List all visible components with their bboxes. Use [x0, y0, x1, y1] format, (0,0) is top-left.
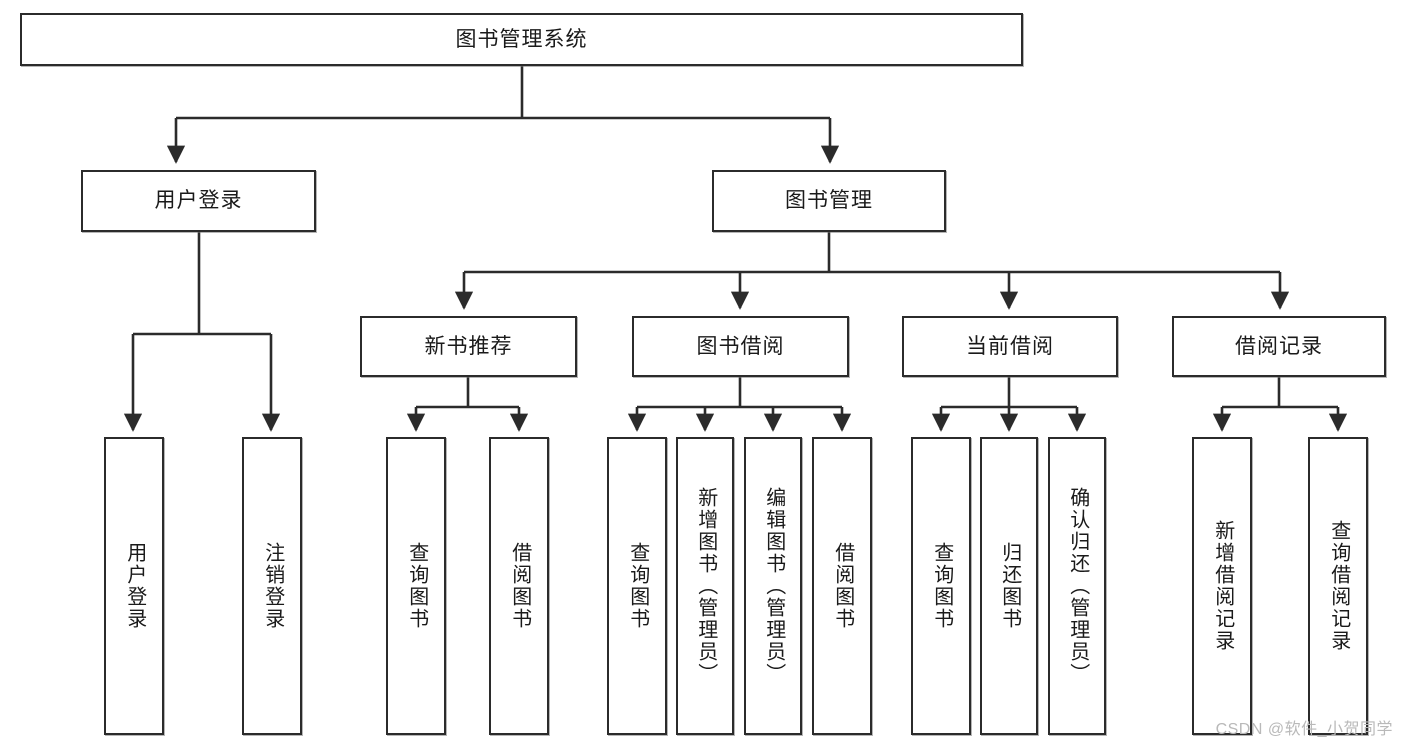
leaf-user-login[interactable]: 用户登录 [104, 437, 164, 735]
node-current-borrowing[interactable]: 当前借阅 [902, 316, 1118, 377]
node-root-book-management-system[interactable]: 图书管理系统 [20, 13, 1023, 66]
node-label: 新增借阅记录 [1211, 520, 1234, 652]
leaf-logout[interactable]: 注销登录 [242, 437, 302, 735]
leaf-query-borrow-record[interactable]: 查询借阅记录 [1308, 437, 1368, 735]
leaf-add-borrow-record[interactable]: 新增借阅记录 [1192, 437, 1252, 735]
node-label: 查询图书 [930, 542, 953, 630]
leaf-borrow-books-recommend[interactable]: 借阅图书 [489, 437, 549, 735]
node-label: 编辑图书（管理员） [762, 487, 785, 685]
leaf-query-books-recommend[interactable]: 查询图书 [386, 437, 446, 735]
node-label: 查询图书 [405, 542, 428, 630]
node-book-borrowing[interactable]: 图书借阅 [632, 316, 849, 377]
node-label: 查询借阅记录 [1327, 520, 1350, 652]
node-label: 图书借阅 [696, 334, 785, 358]
node-label: 新书推荐 [424, 334, 513, 358]
leaf-add-book-admin[interactable]: 新增图书（管理员） [676, 437, 734, 735]
leaf-return-books[interactable]: 归还图书 [980, 437, 1038, 735]
node-label: 借阅图书 [508, 542, 531, 630]
watermark-text: CSDN @软件_小贺同学 [1215, 721, 1393, 738]
node-user-login[interactable]: 用户登录 [81, 170, 316, 232]
leaf-query-books-current[interactable]: 查询图书 [911, 437, 971, 735]
node-new-book-recommendation[interactable]: 新书推荐 [360, 316, 577, 377]
node-borrow-records[interactable]: 借阅记录 [1172, 316, 1386, 377]
node-label: 查询图书 [626, 542, 649, 630]
node-label: 用户登录 [154, 189, 243, 213]
node-label: 新增图书（管理员） [694, 487, 717, 685]
node-label: 借阅记录 [1235, 334, 1323, 358]
node-book-management[interactable]: 图书管理 [712, 170, 946, 232]
node-label: 图书管理系统 [455, 27, 588, 51]
leaf-edit-book-admin[interactable]: 编辑图书（管理员） [744, 437, 802, 735]
leaf-borrow-books[interactable]: 借阅图书 [812, 437, 872, 735]
node-label: 确认归还（管理员） [1066, 487, 1089, 685]
node-label: 用户登录 [123, 542, 146, 630]
leaf-query-books-borrow[interactable]: 查询图书 [607, 437, 667, 735]
node-label: 借阅图书 [831, 542, 854, 630]
node-label: 当前借阅 [966, 334, 1054, 358]
node-label: 图书管理 [785, 189, 873, 213]
leaf-confirm-return-admin[interactable]: 确认归还（管理员） [1048, 437, 1106, 735]
node-label: 归还图书 [998, 542, 1021, 630]
node-label: 注销登录 [261, 542, 284, 630]
